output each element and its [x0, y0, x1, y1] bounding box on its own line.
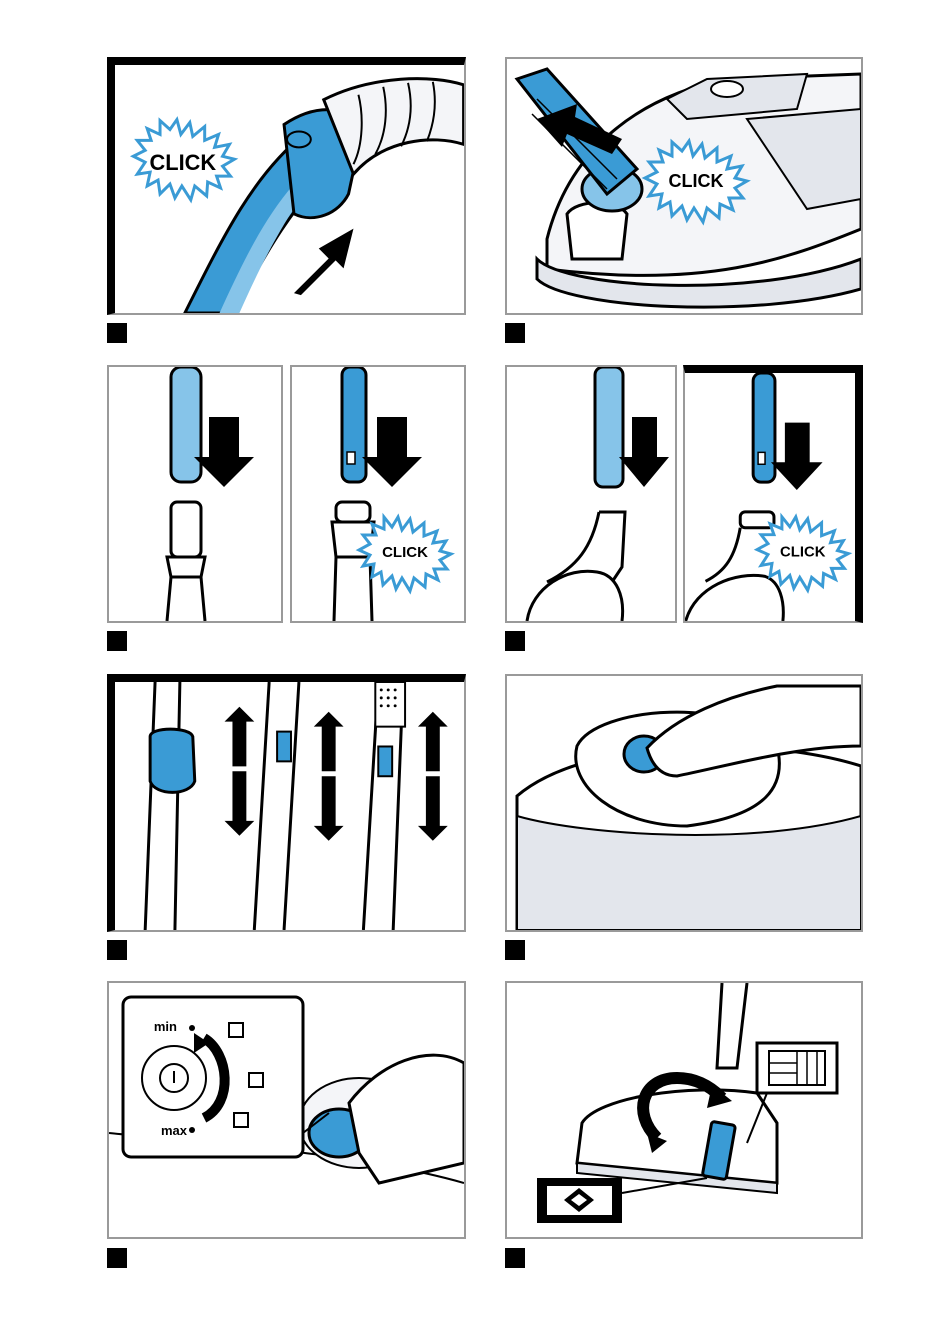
step-panel-adjust-tube-length: [107, 674, 466, 932]
step-panel-suction-control: min max: [107, 981, 466, 1239]
step-panel-nozzle-connect-a: [505, 365, 677, 623]
step-marker: [107, 940, 127, 960]
arrow-icon: [418, 712, 448, 841]
hard-floor-icon: [229, 1023, 243, 1037]
suction-dial-illustration: min max: [109, 983, 464, 1237]
tube-connect-illustration: [109, 367, 281, 621]
click-label: CLICK: [669, 171, 724, 191]
telescopic-tube-illustration: [115, 682, 464, 930]
step-marker: [505, 631, 525, 651]
step-panel-attach-hose-handle: CLICK: [107, 57, 466, 315]
step-marker: [107, 631, 127, 651]
carpet-icon: [234, 1113, 248, 1127]
arrow-icon: [294, 229, 354, 295]
arrow-icon: [362, 417, 422, 487]
floor-nozzle-illustration: [507, 983, 861, 1237]
vacuum-body-illustration: CLICK: [507, 59, 861, 313]
nozzle-click-illustration: CLICK: [685, 373, 855, 621]
step-marker: [107, 323, 127, 343]
power-button-illustration: [507, 676, 861, 930]
step-panel-floor-nozzle-switch: [505, 981, 863, 1239]
arrow-icon: [225, 707, 255, 836]
step-panel-power-button: [505, 674, 863, 932]
hose-handle-illustration: [115, 65, 464, 313]
suction-max-label: max: [161, 1123, 188, 1138]
click-label: CLICK: [780, 545, 826, 561]
arrow-icon: [771, 423, 823, 490]
hand-icon: [527, 571, 623, 621]
click-label: CLICK: [382, 544, 428, 561]
step-panel-insert-hose: CLICK: [505, 57, 863, 315]
step-marker: [505, 940, 525, 960]
hand-icon: [686, 575, 784, 621]
suction-min-label: min: [154, 1019, 177, 1034]
hand-icon: [349, 1055, 464, 1183]
step-marker: [107, 1248, 127, 1268]
step-panel-tube-connect-a: [107, 365, 283, 623]
step-panel-tube-connect-b: CLICK: [290, 365, 466, 623]
arrow-icon: [194, 417, 254, 487]
tube-click-illustration: CLICK: [292, 367, 464, 621]
step-marker: [505, 323, 525, 343]
step-panel-nozzle-connect-b: CLICK: [683, 365, 863, 623]
step-marker: [505, 1248, 525, 1268]
rug-icon: [249, 1073, 263, 1087]
arrow-icon: [619, 417, 669, 487]
nozzle-connect-illustration: [507, 367, 675, 621]
arrow-icon: [314, 712, 344, 841]
